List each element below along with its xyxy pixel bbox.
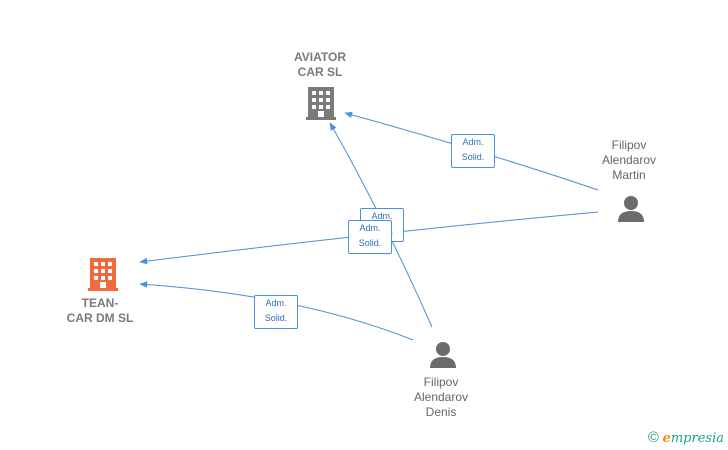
person-label-denis[interactable]: Filipov Alendarov Denis (413, 375, 469, 419)
edge-label-martin-tean: Adm. Solid. (348, 220, 392, 254)
person-label-martin[interactable]: Filipov Alendarov Martin (601, 138, 657, 182)
edge-label-denis-tean: Adm. Solid. (254, 295, 298, 329)
brand-initial: e (662, 431, 671, 446)
building-icon[interactable] (306, 87, 336, 120)
person-icon[interactable] (430, 342, 456, 368)
company-label-aviator[interactable]: AVIATOR CAR SL (293, 50, 346, 79)
building-icon[interactable] (88, 258, 118, 291)
brand-name: mpresia (670, 431, 724, 446)
company-label-tean[interactable]: TEAN- CAR DM SL (66, 296, 134, 325)
brand-footer: © empresia (648, 429, 724, 446)
edge-label-martin-aviator: Adm. Solid. (451, 134, 495, 168)
copyright-symbol: © (647, 429, 659, 446)
person-icon[interactable] (618, 196, 644, 222)
